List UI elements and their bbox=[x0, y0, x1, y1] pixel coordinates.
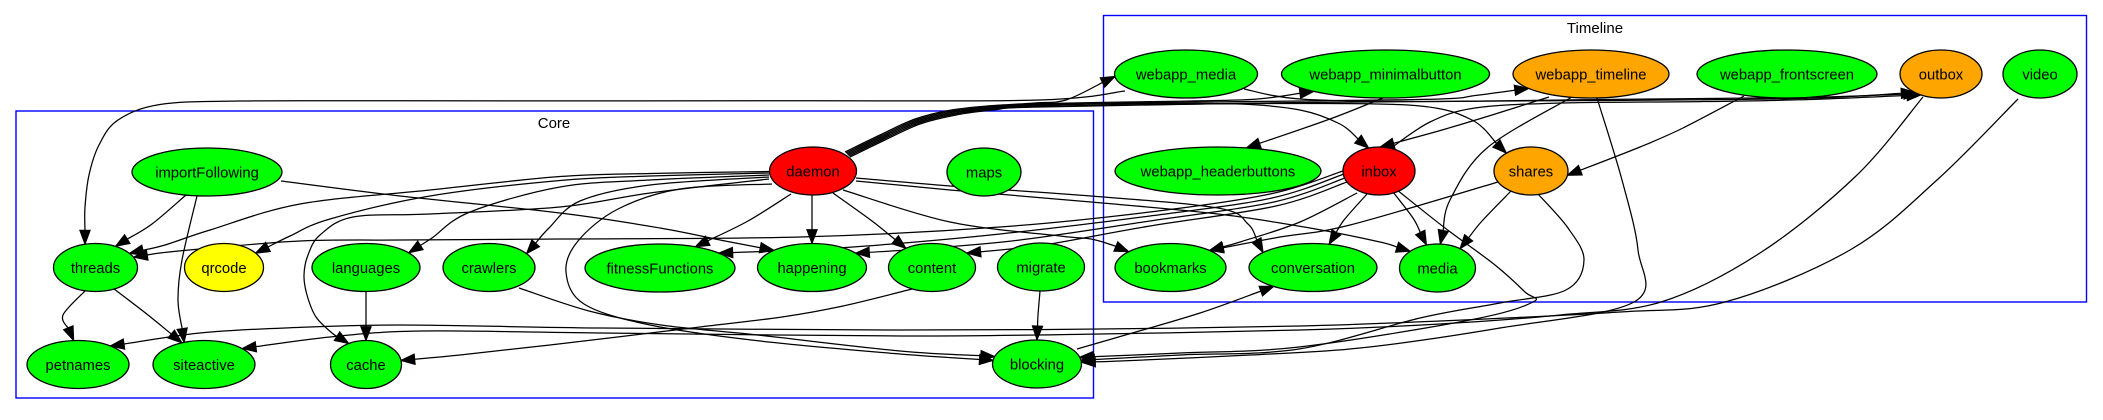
svg-text:video: video bbox=[2022, 68, 2057, 84]
svg-text:inbox: inbox bbox=[1361, 165, 1397, 181]
svg-text:webapp_minimalbutton: webapp_minimalbutton bbox=[1308, 68, 1461, 84]
svg-text:Timeline: Timeline bbox=[1567, 20, 1623, 37]
svg-text:daemon: daemon bbox=[786, 165, 839, 181]
svg-text:maps: maps bbox=[966, 166, 1002, 182]
svg-text:blocking: blocking bbox=[1010, 358, 1064, 374]
svg-text:Core: Core bbox=[538, 115, 571, 132]
svg-text:webapp_timeline: webapp_timeline bbox=[1534, 68, 1646, 84]
svg-text:content: content bbox=[908, 261, 957, 277]
svg-text:migrate: migrate bbox=[1016, 261, 1065, 277]
svg-text:qrcode: qrcode bbox=[201, 261, 246, 277]
svg-text:webapp_headerbuttons: webapp_headerbuttons bbox=[1140, 165, 1296, 181]
svg-text:media: media bbox=[1417, 262, 1458, 278]
svg-text:bookmarks: bookmarks bbox=[1134, 261, 1206, 277]
svg-text:threads: threads bbox=[71, 261, 120, 277]
svg-text:webapp_media: webapp_media bbox=[1135, 68, 1237, 84]
svg-text:shares: shares bbox=[1509, 165, 1553, 181]
svg-text:outbox: outbox bbox=[1919, 68, 1964, 84]
svg-text:happening: happening bbox=[777, 261, 846, 277]
svg-text:webapp_frontscreen: webapp_frontscreen bbox=[1719, 68, 1854, 84]
svg-text:fitnessFunctions: fitnessFunctions bbox=[607, 262, 714, 278]
svg-text:languages: languages bbox=[332, 261, 400, 277]
svg-text:siteactive: siteactive bbox=[173, 358, 235, 374]
svg-text:crawlers: crawlers bbox=[461, 261, 516, 277]
svg-text:importFollowing: importFollowing bbox=[155, 166, 259, 182]
svg-text:petnames: petnames bbox=[46, 358, 111, 374]
svg-text:conversation: conversation bbox=[1271, 261, 1355, 277]
svg-text:cache: cache bbox=[346, 358, 386, 374]
